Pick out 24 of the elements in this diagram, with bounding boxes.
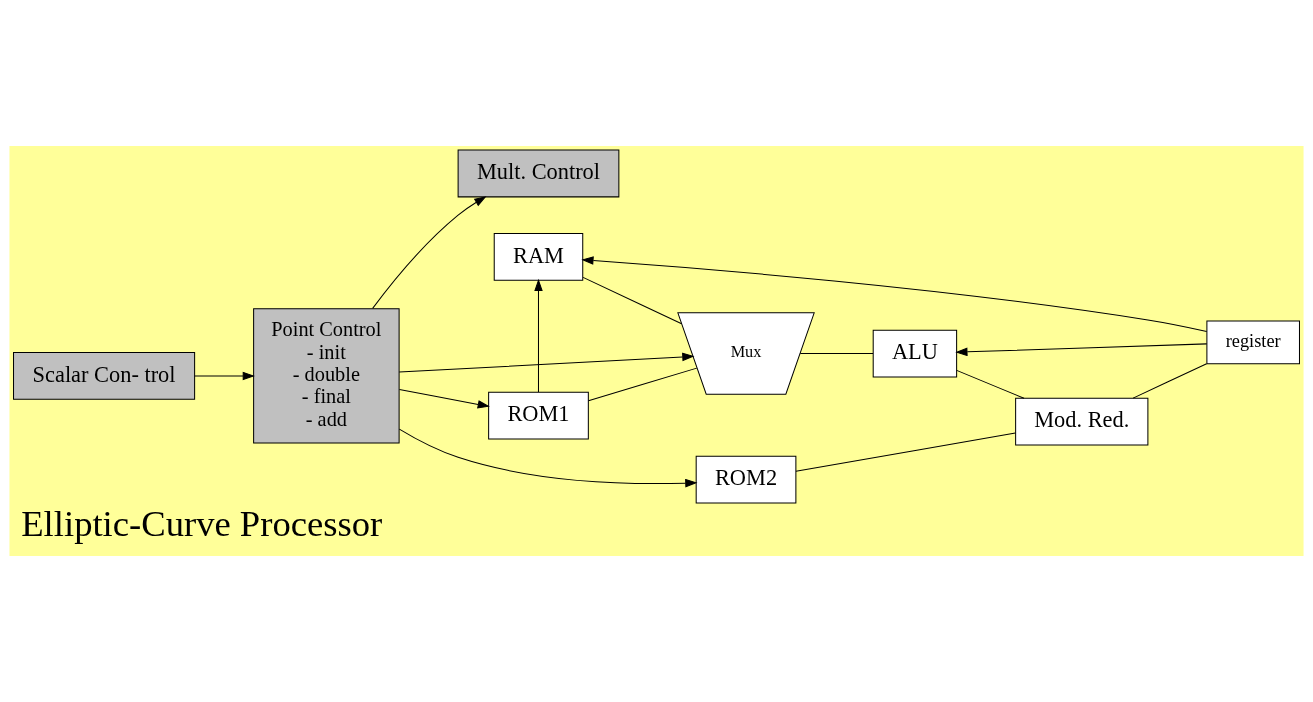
connector [795, 432, 1016, 472]
arrow [534, 278, 543, 393]
node-box: register [1206, 320, 1300, 365]
connector [799, 353, 874, 355]
arrow [398, 428, 698, 488]
node-box: Mult. Control [457, 149, 620, 198]
node-box: ROM1 [488, 391, 589, 440]
node-box: Mod. Red. [1015, 397, 1149, 446]
arrow [398, 352, 695, 373]
node-box: ROM2 [695, 455, 797, 504]
node-box: Scalar Con- trol [13, 352, 196, 400]
arrow [398, 389, 490, 409]
arrow [581, 256, 1208, 332]
connector [587, 367, 698, 402]
connector [956, 369, 1025, 399]
node-box: Point Control - init - double - final - add [253, 308, 400, 444]
connector [1132, 363, 1208, 399]
connector [582, 276, 683, 325]
arrow [372, 196, 487, 309]
arrow [194, 371, 255, 381]
diagram-title: Elliptic-Curve Processor [21, 503, 383, 545]
arrow [955, 343, 1208, 357]
node-box: RAM [493, 233, 584, 281]
node-box: ALU [872, 329, 958, 378]
